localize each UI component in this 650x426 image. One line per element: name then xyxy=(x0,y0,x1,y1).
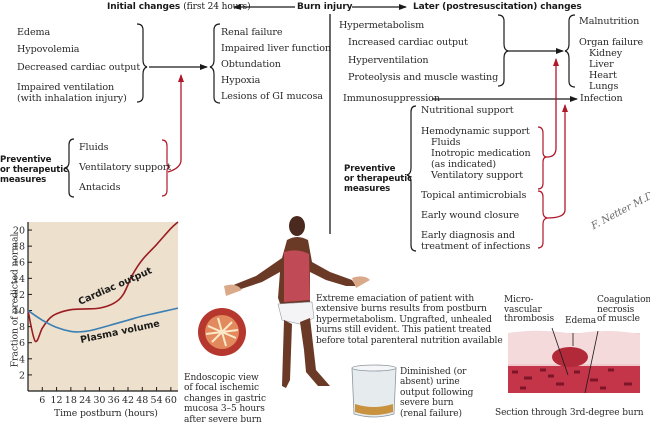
initial-cause: Impaired ventilation xyxy=(17,82,115,93)
chart-x-tick-label: 12 xyxy=(51,395,63,406)
later-measure: Early wound closure xyxy=(421,210,520,221)
section-caption: Section through 3rd-degree burn xyxy=(495,408,644,418)
chart-y-tick-label: 20 xyxy=(13,226,25,237)
brace-initial-effects xyxy=(209,23,221,104)
burn-injury-heading: Burn injury xyxy=(297,2,353,12)
chart-series-plasma-volume xyxy=(27,307,179,333)
chart-x-tick-label: 36 xyxy=(108,395,120,406)
immunosuppression-label: Immunosuppression xyxy=(343,93,440,104)
later-measure-sub: Ventilatory support xyxy=(431,170,524,181)
later-effect: Organ failure xyxy=(579,37,644,48)
chart-y-tick-label: 10 xyxy=(13,306,25,317)
chart-y-tick-label: 18 xyxy=(13,242,25,253)
chart-y-tick-label: 14 xyxy=(13,274,25,285)
red-arrow-infection xyxy=(546,104,568,219)
later-effect-organ: Liver xyxy=(589,59,614,70)
later-cause: Increased cardiac output xyxy=(348,37,468,48)
later-measures-label: Preventive or therapeutic measures xyxy=(344,164,413,194)
chart-y-tick-label: 8 xyxy=(19,322,25,333)
initial-effect: Impaired liver function xyxy=(221,43,332,54)
chart-y-tick-label: 2 xyxy=(19,370,25,381)
urine-beaker-illustration xyxy=(351,364,397,418)
initial-cause: Decreased cardiac output xyxy=(17,62,141,73)
chart-x-tick-label: 6 xyxy=(39,395,45,406)
chart-x-tick-label: 60 xyxy=(165,395,177,406)
initial-measure: Fluids xyxy=(79,142,109,153)
initial-cause: (with inhalation injury) xyxy=(17,93,127,104)
red-arrow-initial-measures xyxy=(167,74,184,173)
later-measure: treatment of infections xyxy=(421,241,531,252)
endoscopic-view-illustration xyxy=(198,308,246,356)
infection-label: Infection xyxy=(580,93,623,104)
initial-measure: Antacids xyxy=(79,182,121,193)
chart-xlabel: Time postburn (hours) xyxy=(54,408,158,419)
chart-y-tick-label: 16 xyxy=(13,258,25,269)
chart-series-cardiac-output xyxy=(27,221,179,343)
initial-effect: Lesions of GI mucosa xyxy=(221,91,323,102)
red-brace-initial-measures xyxy=(161,139,171,197)
later-effect-organ: Kidney xyxy=(589,48,623,59)
later-measure-sub: Inotropic medication xyxy=(431,148,531,159)
later-measure: Topical antimicrobials xyxy=(421,190,527,201)
chart-x-tick-label: 30 xyxy=(93,395,105,406)
edema-label: Edema xyxy=(565,316,597,326)
later-effect-organ: Lungs xyxy=(589,81,619,92)
chart-x-tick-label: 48 xyxy=(136,395,148,406)
chart-x-tick-label: 24 xyxy=(79,395,91,406)
chart-x-tick-label: 18 xyxy=(65,395,77,406)
brace-initial-causes xyxy=(136,23,148,103)
initial-effect: Renal failure xyxy=(221,27,283,38)
patient-illustration xyxy=(224,216,370,388)
chart-y-tick-label: 6 xyxy=(19,338,25,349)
burn-section-illustration xyxy=(508,327,640,394)
later-cause: Proteolysis and muscle wasting xyxy=(348,72,499,83)
later-changes-heading: Later (postresuscitation) changes xyxy=(413,2,582,12)
later-measure-sub: Fluids xyxy=(431,137,461,148)
later-measure-sub: (as indicated) xyxy=(431,159,497,170)
later-effect-organ: Heart xyxy=(589,70,617,81)
later-measure: Hemodynamic support xyxy=(421,126,530,137)
chart-x-tick-label: 42 xyxy=(122,395,134,406)
later-effect: Malnutrition xyxy=(579,16,640,27)
chart-x-tick-label: 54 xyxy=(151,395,163,406)
brace-later-measures xyxy=(406,105,417,252)
initial-effect: Obtundation xyxy=(221,59,281,70)
initial-measure: Ventilatory support xyxy=(79,162,172,173)
brace-initial-measures xyxy=(64,138,75,198)
later-measure: Early diagnosis and xyxy=(421,230,515,241)
initial-cause: Hypovolemia xyxy=(17,44,80,55)
later-measure: Nutritional support xyxy=(421,105,514,116)
chart-y-tick-label: 4 xyxy=(19,354,25,365)
red-arrow-organ-failure xyxy=(546,58,559,158)
initial-changes-heading: Initial changes (first 24 hours) xyxy=(107,2,251,12)
chart-y-tick-label: 12 xyxy=(13,290,25,301)
initial-measures-label: Preventive or therapeutic measures xyxy=(0,155,69,185)
later-cause: Hyperventilation xyxy=(348,55,429,66)
brace-later-effects xyxy=(564,14,576,88)
initial-cause: Edema xyxy=(17,27,51,38)
initial-effect: Hypoxia xyxy=(221,75,261,86)
later-cause: Hypermetabolism xyxy=(339,20,425,31)
